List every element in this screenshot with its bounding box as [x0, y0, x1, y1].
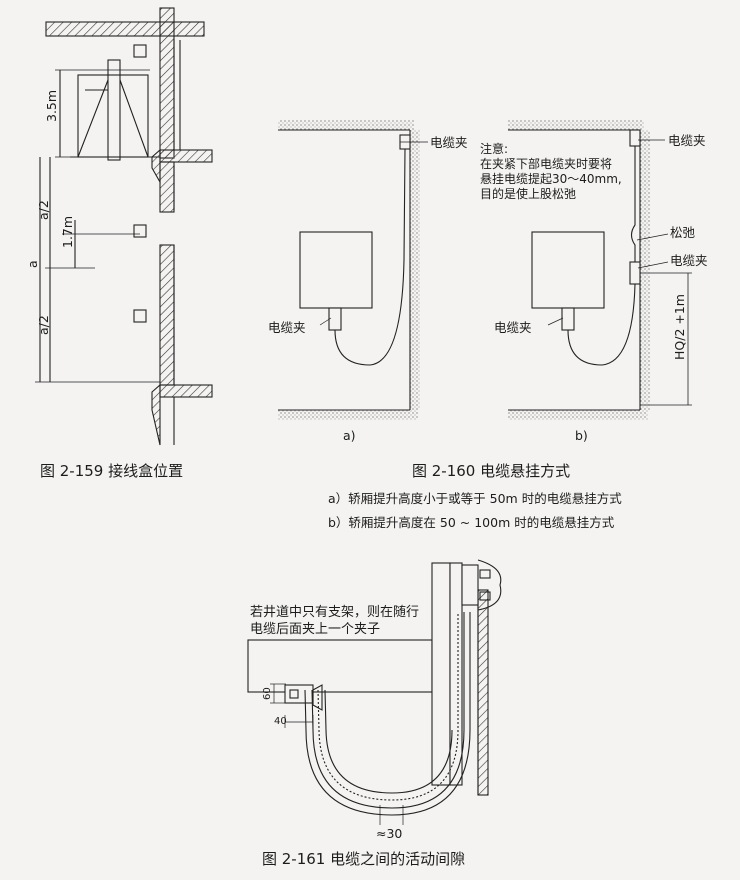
fig160a-panel-label: a) [343, 428, 356, 443]
fig160b-note-line2: 在夹紧下部电缆夹时要将 [480, 157, 613, 171]
fig159-dim-a2-bottom: a/2 [36, 315, 51, 335]
fig160b-note: 注意: 在夹紧下部电缆夹时要将 悬挂电缆提起30～40mm, 目的是使上股松弛 [480, 142, 622, 202]
fig160b-note-line3: 悬挂电缆提起30～40mm, [480, 172, 622, 186]
fig160b-clamp-mid-label: 电缆夹 [670, 253, 708, 268]
fig160b-slack-label: 松弛 [670, 225, 696, 240]
fig159-drawing [35, 7, 213, 446]
fig159-dim-a: a [25, 260, 40, 268]
fig161-note-line1: 若井道中只有支架，则在随行 [250, 605, 420, 620]
fig160a-drawing [278, 120, 428, 420]
fig160-subcaption-b: b）轿厢提升高度在 50 ~ 100m 时的电缆悬挂方式 [328, 515, 615, 530]
fig160b-note-line4: 目的是使上股松弛 [480, 187, 577, 201]
fig161-dim-60: 60 [262, 687, 273, 700]
fig160b-dim-label: HQ/2 +1m [672, 294, 687, 360]
fig160b-note-line1: 注意: [480, 142, 509, 156]
fig160-caption: 图 2-160 电缆悬挂方式 [412, 462, 571, 480]
fig160a-clamp-top-label: 电缆夹 [430, 135, 468, 150]
fig160b-clamp-top-label: 电缆夹 [668, 133, 706, 148]
fig161-dim-40: 40 [274, 716, 287, 727]
fig161-note: 若井道中只有支架，则在随行 电缆后面夹上一个夹子 [250, 604, 419, 638]
fig160b-panel-label: b) [575, 428, 588, 443]
fig159-dim-3-5m: 3.5m [44, 90, 59, 122]
fig161-caption: 图 2-161 电缆之间的活动间隙 [262, 850, 466, 868]
fig161-note-line2: 电缆后面夹上一个夹子 [250, 622, 381, 637]
fig160b-drawing [508, 120, 692, 420]
fig159-dim-1-7m: 1.7m [60, 216, 75, 248]
fig161-drawing [247, 559, 502, 825]
fig160a-clamp-bottom-label: 电缆夹 [268, 320, 306, 335]
fig161-dim-30: ≈30 [376, 826, 402, 841]
fig159-caption: 图 2-159 接线盒位置 [40, 462, 184, 480]
fig160b-clamp-bottom-label: 电缆夹 [494, 320, 532, 335]
fig160-subcaption-a: a）轿厢提升高度小于或等于 50m 时的电缆悬挂方式 [328, 491, 622, 506]
fig159-dim-a2-top: a/2 [36, 200, 51, 220]
